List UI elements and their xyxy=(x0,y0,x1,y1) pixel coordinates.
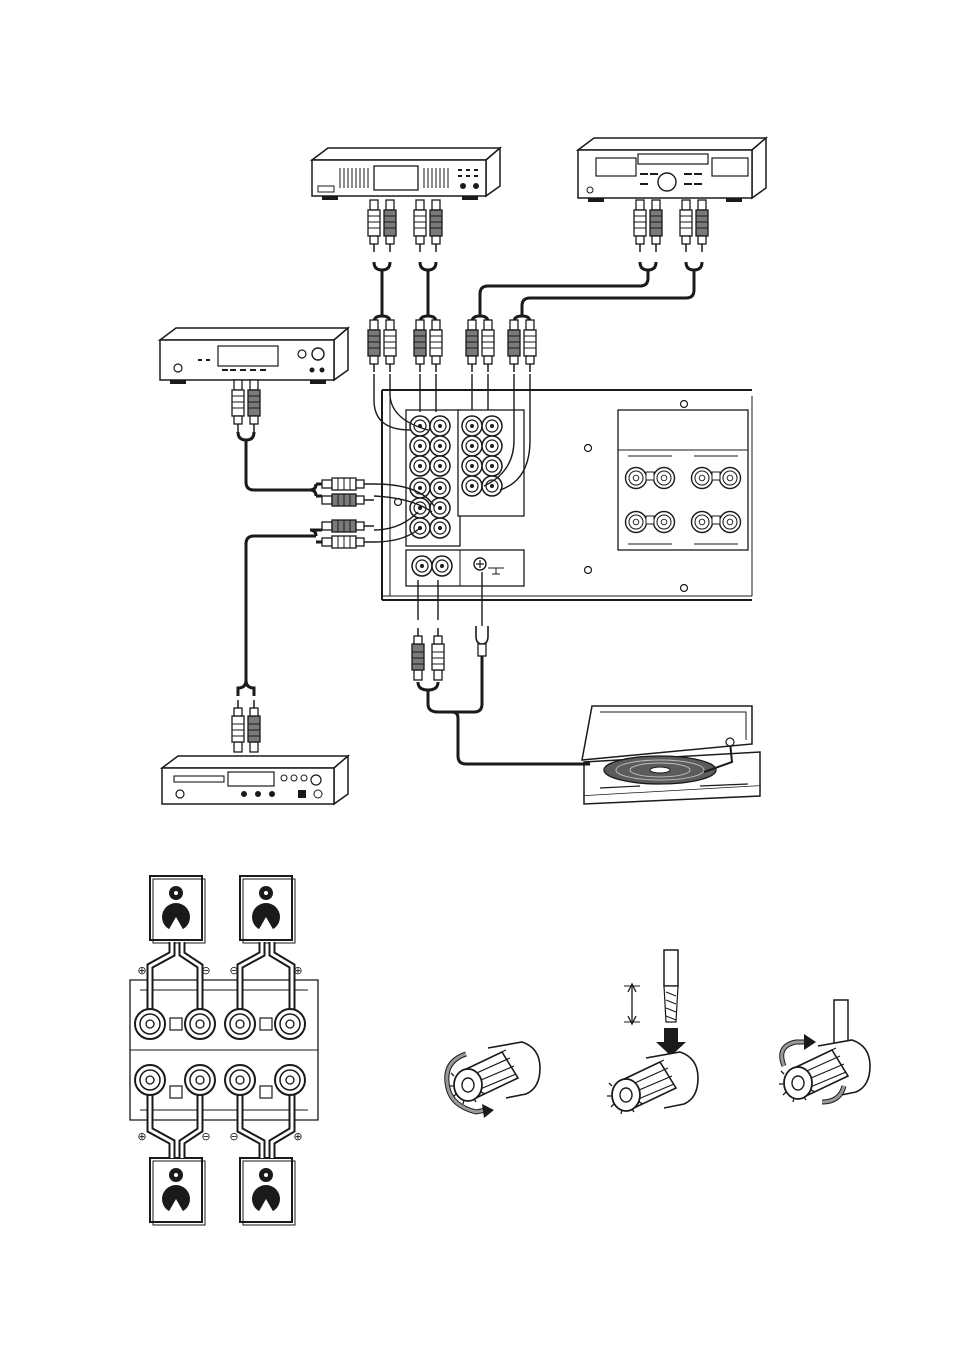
tuner: tuner xyxy=(0,0,500,200)
cd-player-label: cd-player xyxy=(0,0,5,1)
phono-plugs xyxy=(412,626,488,680)
binding-post-icon xyxy=(275,1065,305,1095)
tuner-label: tuner xyxy=(0,0,3,1)
speaker-icon xyxy=(240,1158,295,1225)
plus-mark: ⊕ xyxy=(293,964,302,977)
step-loosen-knob xyxy=(447,1042,540,1118)
speaker-icon xyxy=(150,1158,205,1225)
minus-mark: ⊖ xyxy=(201,1130,210,1143)
step-insert-wire xyxy=(607,950,698,1114)
plus-mark: ⊕ xyxy=(137,1130,146,1143)
binding-post-icon xyxy=(135,1009,165,1039)
speaker-icon xyxy=(240,876,295,943)
side-plugs xyxy=(322,478,374,548)
turntable: turntable xyxy=(0,0,760,804)
speaker-wiring: ⊕ ⊖ ⊖ ⊕ ⊕ ⊖ ⊖ ⊕ xyxy=(130,876,318,1225)
binding-post-icon xyxy=(225,1065,255,1095)
cd-recorder-label: cd-recorder xyxy=(0,0,6,1)
binding-post-icon xyxy=(225,1009,255,1039)
minus-mark: ⊖ xyxy=(229,1130,238,1143)
plus-mark: ⊕ xyxy=(293,1130,302,1143)
cd-player-plugs xyxy=(232,380,260,432)
amplifier-rear-panel xyxy=(382,390,752,600)
panel-plugs-upper xyxy=(368,320,536,372)
binding-post-icon xyxy=(185,1009,215,1039)
tuner-plugs xyxy=(368,200,442,252)
tape-plugs xyxy=(634,200,708,252)
cd-recorder-plugs xyxy=(232,700,260,752)
minus-mark: ⊖ xyxy=(201,964,210,977)
cassette-deck-label: cassette-deck xyxy=(0,0,7,1)
plus-mark: ⊕ xyxy=(137,964,146,977)
cd-player: cd-player xyxy=(0,0,348,384)
cd-recorder: cd-recorder xyxy=(0,0,348,804)
binding-post-icon xyxy=(275,1009,305,1039)
speaker-icon xyxy=(150,876,205,943)
minus-mark: ⊖ xyxy=(229,964,238,977)
binding-post-icon xyxy=(185,1065,215,1095)
binding-post-icon xyxy=(135,1065,165,1095)
step-tighten-knob xyxy=(779,1000,870,1102)
turntable-label: turntable xyxy=(0,0,5,1)
